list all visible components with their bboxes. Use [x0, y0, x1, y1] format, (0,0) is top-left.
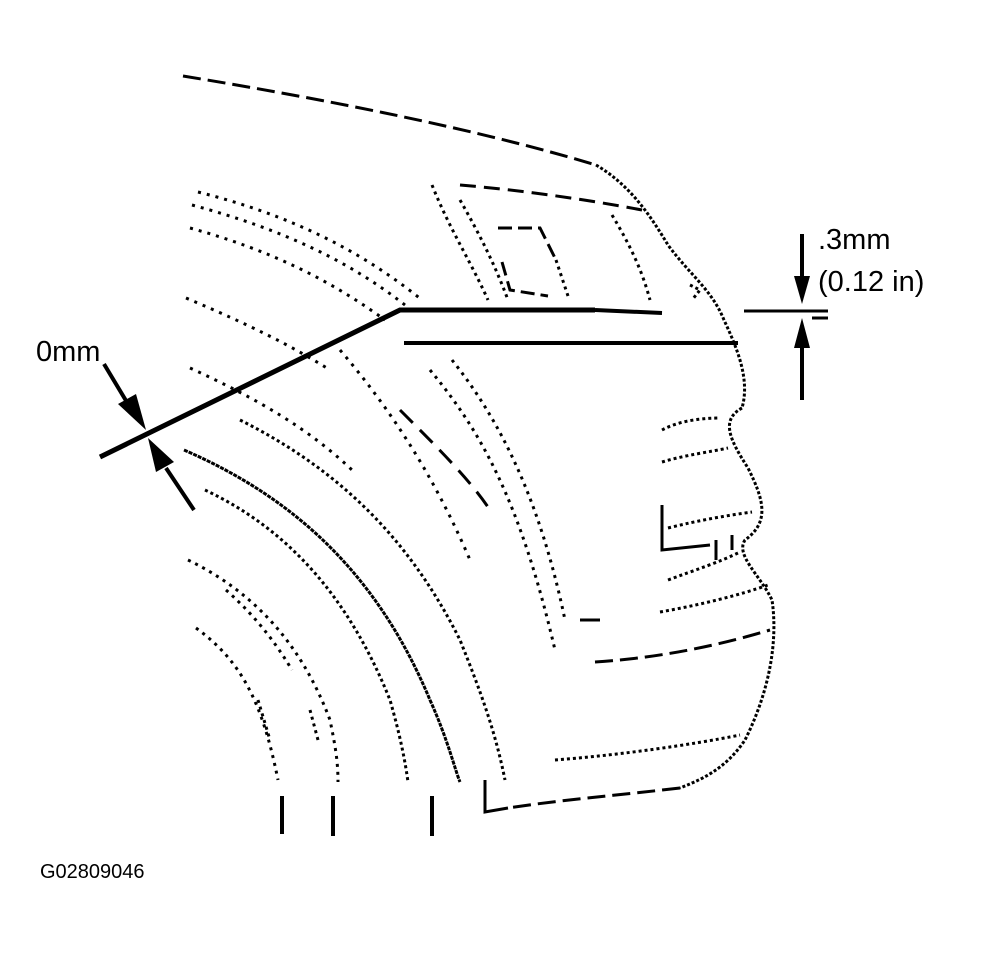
groove-line-8 [554, 733, 741, 762]
arc-main-6 [225, 588, 294, 671]
groove-line-1 [661, 416, 721, 432]
arc-dotted-1 [197, 190, 423, 302]
dimension-arrow-up-head [794, 318, 810, 348]
inner-top-dotted [430, 184, 490, 301]
groove-line-3 [667, 510, 753, 530]
arc-main-1 [183, 448, 462, 783]
left-arrow-lower-head [148, 438, 174, 472]
band-curve-1 [428, 369, 557, 651]
bottom-profile [507, 786, 681, 810]
outer-profile-top [182, 74, 597, 167]
arc-main-5 [195, 626, 280, 781]
arc-dotted-5 [189, 366, 354, 472]
right-clearance-mm-label: .3mm [818, 224, 891, 256]
inner-top-dashed [459, 183, 643, 212]
groove-tick [714, 535, 734, 560]
groove-line-4 [667, 550, 741, 582]
arc-dotted-2 [191, 203, 406, 307]
arc-main-2 [239, 418, 507, 781]
band-curve-3 [450, 359, 567, 621]
left-clearance-label: 0mm [36, 336, 101, 368]
arc-main-8 [256, 699, 272, 741]
reference-upper-line [594, 308, 663, 315]
reference-wedge-line [98, 307, 595, 460]
band-curve-2 [398, 408, 492, 511]
outer-profile-shoulder [595, 163, 747, 409]
arc-main-7 [308, 709, 320, 741]
lower-right-profile [679, 406, 776, 790]
left-arrow-lower-shaft [164, 466, 196, 512]
inner-marker [689, 283, 703, 301]
left-arrow-upper-head [118, 394, 146, 430]
right-clearance-inch-label: (0.12 in) [818, 266, 925, 298]
inner-box-2 [554, 259, 570, 297]
groove-line-5 [659, 583, 769, 614]
figure-code: G02809046 [40, 861, 145, 883]
arc-main-3 [204, 488, 410, 783]
groove-bracket [660, 505, 711, 552]
inner-box [498, 226, 558, 298]
band-curve-4 [338, 349, 472, 561]
inner-top-dotted-3 [610, 214, 652, 301]
dimension-arrow-down-head [794, 276, 810, 304]
arc-dotted-3 [189, 226, 386, 322]
arc-dotted-4 [185, 296, 331, 372]
bottom-profile-edge [483, 780, 509, 814]
groove-line-2 [661, 446, 729, 464]
left-arrow-upper-shaft [102, 362, 130, 406]
groove-line-6 [594, 628, 771, 664]
arc-main-4 [187, 558, 340, 783]
inner-top-dotted-2 [458, 199, 510, 301]
